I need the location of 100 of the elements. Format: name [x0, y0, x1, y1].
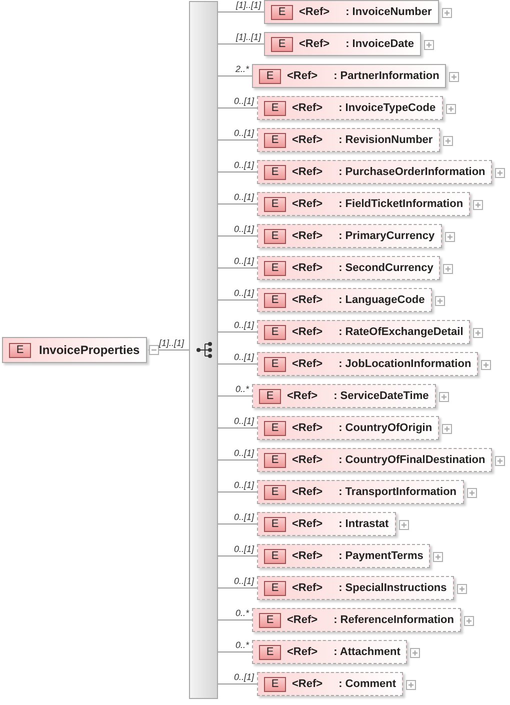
ref-label: <Ref> [292, 452, 323, 468]
ref-label: <Ref> [292, 100, 323, 116]
ref-label: <Ref> [292, 516, 323, 532]
element-box [257, 416, 440, 440]
element-name: : FieldTicketInformation [338, 196, 464, 212]
ref-label: <Ref> [287, 68, 318, 84]
element-badge: E [264, 548, 286, 564]
element-name: : RateOfExchangeDetail [338, 324, 464, 340]
element-badge: E [264, 196, 286, 212]
element-name: : Comment [338, 676, 396, 692]
ref-label: <Ref> [292, 484, 323, 500]
cardinality-label: 0..[1] [232, 513, 255, 522]
element-box [264, 0, 439, 24]
element-box [257, 288, 432, 312]
sequence-bar [189, 1, 218, 699]
element-box [257, 192, 470, 216]
element-badge: E [264, 356, 286, 372]
element-name: : InvoiceTypeCode [338, 100, 436, 116]
cardinality-label: 2..* [234, 65, 250, 74]
cardinality-label: 0..[1] [232, 449, 255, 458]
cardinality-label: 0..[1] [232, 673, 255, 682]
element-box [257, 128, 440, 152]
ref-label: <Ref> [287, 644, 318, 660]
element-name: : LanguageCode [338, 292, 425, 308]
cardinality-label: 0..* [234, 385, 250, 394]
element-badge: E [264, 516, 286, 532]
ref-label: <Ref> [287, 612, 318, 628]
element-box [252, 608, 461, 632]
element-box [257, 96, 443, 120]
element-name: : SecondCurrency [338, 260, 434, 276]
element-box [257, 320, 470, 344]
element-badge: E [264, 676, 286, 692]
element-name: : ServiceDateTime [334, 388, 429, 404]
element-badge: E [259, 644, 281, 660]
element-name: : PrimaryCurrency [338, 228, 435, 244]
element-badge: E [9, 342, 31, 358]
element-badge: E [264, 580, 286, 596]
element-name: : PaymentTerms [338, 548, 424, 564]
element-box [257, 448, 492, 472]
ref-label: <Ref> [292, 420, 323, 436]
element-badge: E [264, 260, 286, 276]
element-box [2, 337, 147, 363]
element-badge: E [264, 484, 286, 500]
element-name: : CountryOfOrigin [338, 420, 432, 436]
ref-label: <Ref> [292, 228, 323, 244]
element-name: : PurchaseOrderInformation [338, 164, 486, 180]
element-badge: E [264, 228, 286, 244]
cardinality-label: 0..[1] [232, 193, 255, 202]
element-box [257, 576, 454, 600]
cardinality-label: 0..[1] [232, 129, 255, 138]
ref-label: <Ref> [299, 36, 330, 52]
ref-label: <Ref> [292, 196, 323, 212]
cardinality-label: 0..[1] [232, 161, 255, 170]
cardinality-label: 0..[1] [232, 481, 255, 490]
element-box [252, 640, 408, 664]
element-box [252, 384, 436, 408]
element-name: : InvoiceDate [346, 36, 414, 52]
element-badge: E [264, 420, 286, 436]
cardinality-label: 0..[1] [232, 577, 255, 586]
ref-label: <Ref> [292, 164, 323, 180]
element-badge: E [264, 100, 286, 116]
ref-label: <Ref> [287, 388, 318, 404]
ref-label: <Ref> [292, 260, 323, 276]
element-box [257, 160, 492, 184]
cardinality-label: 0..[1] [232, 321, 255, 330]
cardinality-label: 0..[1] [232, 289, 255, 298]
ref-label: <Ref> [292, 356, 323, 372]
cardinality-label: 0..[1] [232, 97, 255, 106]
element-box [252, 64, 446, 88]
element-box [257, 480, 464, 504]
element-name: : RevisionNumber [338, 132, 433, 148]
cardinality-label: 0..[1] [232, 353, 255, 362]
element-badge: E [264, 452, 286, 468]
element-name: : Intrastat [338, 516, 389, 532]
cardinality-label: [1]..[1] [158, 339, 185, 348]
ref-label: <Ref> [292, 292, 323, 308]
element-badge: E [271, 4, 293, 20]
cardinality-label: 0..* [234, 641, 250, 650]
element-box [257, 512, 396, 536]
ref-label: <Ref> [292, 324, 323, 340]
element-box [257, 224, 442, 248]
element-box [257, 256, 440, 280]
cardinality-label: [1]..[1] [234, 33, 262, 42]
element-badge: E [264, 132, 286, 148]
ref-label: <Ref> [292, 580, 323, 596]
ref-label: <Ref> [292, 676, 323, 692]
element-box [264, 32, 422, 56]
element-name: InvoiceProperties [39, 342, 140, 359]
element-badge: E [259, 388, 281, 404]
element-name: : SpecialInstructions [338, 580, 447, 596]
cardinality-label: 0..[1] [232, 417, 255, 426]
cardinality-label: 0..[1] [232, 225, 255, 234]
element-name: : PartnerInformation [334, 68, 440, 84]
element-box [257, 544, 430, 568]
element-name: : CountryOfFinalDestination [338, 452, 486, 468]
ref-label: <Ref> [292, 132, 323, 148]
cardinality-label: [1]..[1] [234, 1, 262, 10]
ref-label: <Ref> [292, 548, 323, 564]
ref-label: <Ref> [299, 4, 330, 20]
element-name: : Attachment [334, 644, 400, 660]
